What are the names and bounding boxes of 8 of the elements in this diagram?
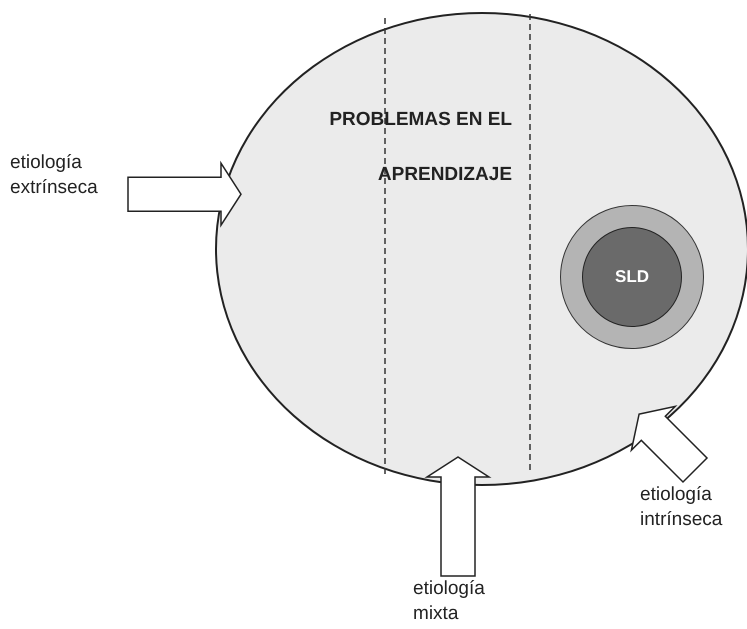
block-arrow [127, 160, 242, 228]
label-text: etiología mixta [413, 577, 486, 626]
block-arrow [424, 456, 492, 577]
label-text: etiología extrínseca [10, 151, 99, 200]
circle-title: PROBLEMAS EN EL APRENDIZAJE [328, 108, 512, 187]
circle-title: SLD [615, 267, 649, 287]
block-arrow [630, 405, 708, 484]
label-text: etiología intrínseca [640, 483, 724, 532]
